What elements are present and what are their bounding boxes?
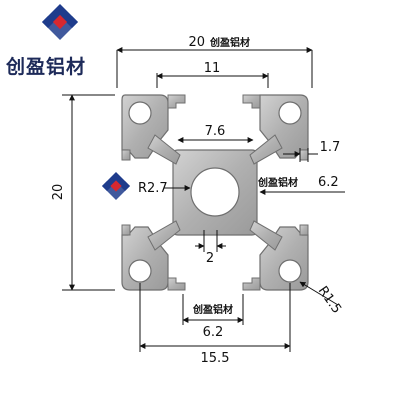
dim-center-radius: R2.7 bbox=[138, 181, 168, 196]
corner-hole-top-right bbox=[278, 101, 302, 125]
watermark-top: 创盈铝材 bbox=[209, 36, 250, 49]
dim-gap: 2 bbox=[206, 251, 214, 266]
corner-hole-bottom-left bbox=[128, 259, 152, 283]
center-hole bbox=[190, 167, 240, 217]
dim-slot-opening: 6.2 bbox=[318, 175, 339, 190]
corner-hole-bottom-right bbox=[278, 259, 302, 283]
aluminum-profile bbox=[121, 94, 309, 291]
brand-logo-icon bbox=[42, 4, 78, 40]
dim-slot-spacing: 11 bbox=[204, 61, 221, 76]
dim-overall-width: 20 bbox=[188, 35, 205, 50]
dimension-lines bbox=[62, 47, 345, 352]
watermark-logo-icon bbox=[102, 172, 130, 200]
dim-overall-height: 20 bbox=[51, 184, 66, 201]
dim-center-width: 7.6 bbox=[205, 124, 226, 139]
dim-hole-spacing: 15.5 bbox=[201, 351, 230, 366]
corner-hole-top-left bbox=[128, 101, 152, 125]
dim-corner-radius: R1.5 bbox=[315, 284, 344, 317]
watermark-bottom: 创盈铝材 bbox=[192, 303, 233, 316]
dim-wall: 1.7 bbox=[320, 140, 341, 155]
watermark-right: 创盈铝材 bbox=[257, 176, 298, 189]
dim-bottom-slot: 6.2 bbox=[203, 325, 224, 340]
brand-name: 创盈铝材 bbox=[6, 56, 87, 78]
